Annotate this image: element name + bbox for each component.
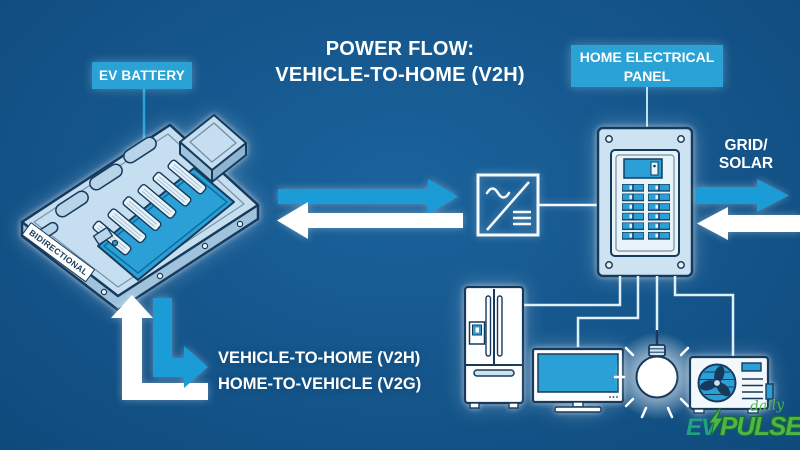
title-line-1: POWER FLOW: — [325, 38, 475, 60]
grid-import-arrow — [697, 207, 800, 240]
grid-label-line-2: SOLAR — [718, 155, 774, 172]
refrigerator-icon — [463, 285, 525, 409]
logo-tagline-text: daily — [749, 396, 785, 416]
power-flow-arrows — [277, 179, 463, 239]
logo-pulse-text: PULSE — [720, 411, 800, 441]
flow-legend: VEHICLE-TO-HOME (V2H) HOME-TO-VEHICLE (V… — [218, 345, 421, 397]
v2h-flow-arrow — [278, 179, 458, 214]
title-line-2: VEHICLE-TO-HOME (V2H) — [275, 64, 525, 86]
h2v-legend-arrow — [111, 295, 208, 400]
lightning-bolt-icon — [708, 408, 724, 437]
air-conditioner-icon — [688, 355, 774, 414]
legend-v2h-text: VEHICLE-TO-HOME (V2H) — [218, 349, 421, 367]
ev-battery-illustration — [20, 114, 260, 312]
v2h-legend-arrow — [153, 298, 208, 388]
grid-export-arrow — [696, 179, 789, 212]
legend-v2g-text: HOME-TO-VEHICLE (V2G) — [218, 375, 422, 393]
grid-solar-label: GRID/ SOLAR — [706, 137, 786, 173]
ev-battery-label: EV BATTERY — [92, 62, 192, 89]
panel-label-line-2: PANEL — [623, 68, 671, 84]
tv-icon — [531, 347, 625, 413]
inverter-icon — [476, 173, 598, 237]
light-bulb-icon — [613, 330, 701, 420]
evpulse-logo: EV PULSE daily — [686, 397, 800, 448]
panel-label-line-1: HOME ELECTRICAL — [579, 49, 715, 65]
diagram-title: POWER FLOW: VEHICLE-TO-HOME (V2H) — [240, 36, 560, 88]
h2v-flow-arrow — [277, 202, 463, 239]
grid-label-line-1: GRID/ — [724, 137, 768, 154]
circuit-wires — [523, 276, 735, 357]
grid-arrows — [696, 179, 800, 240]
home-electrical-panel-label: HOME ELECTRICAL PANEL — [571, 45, 723, 87]
electrical-panel-illustration — [596, 126, 694, 278]
legend-arrows — [111, 295, 208, 400]
